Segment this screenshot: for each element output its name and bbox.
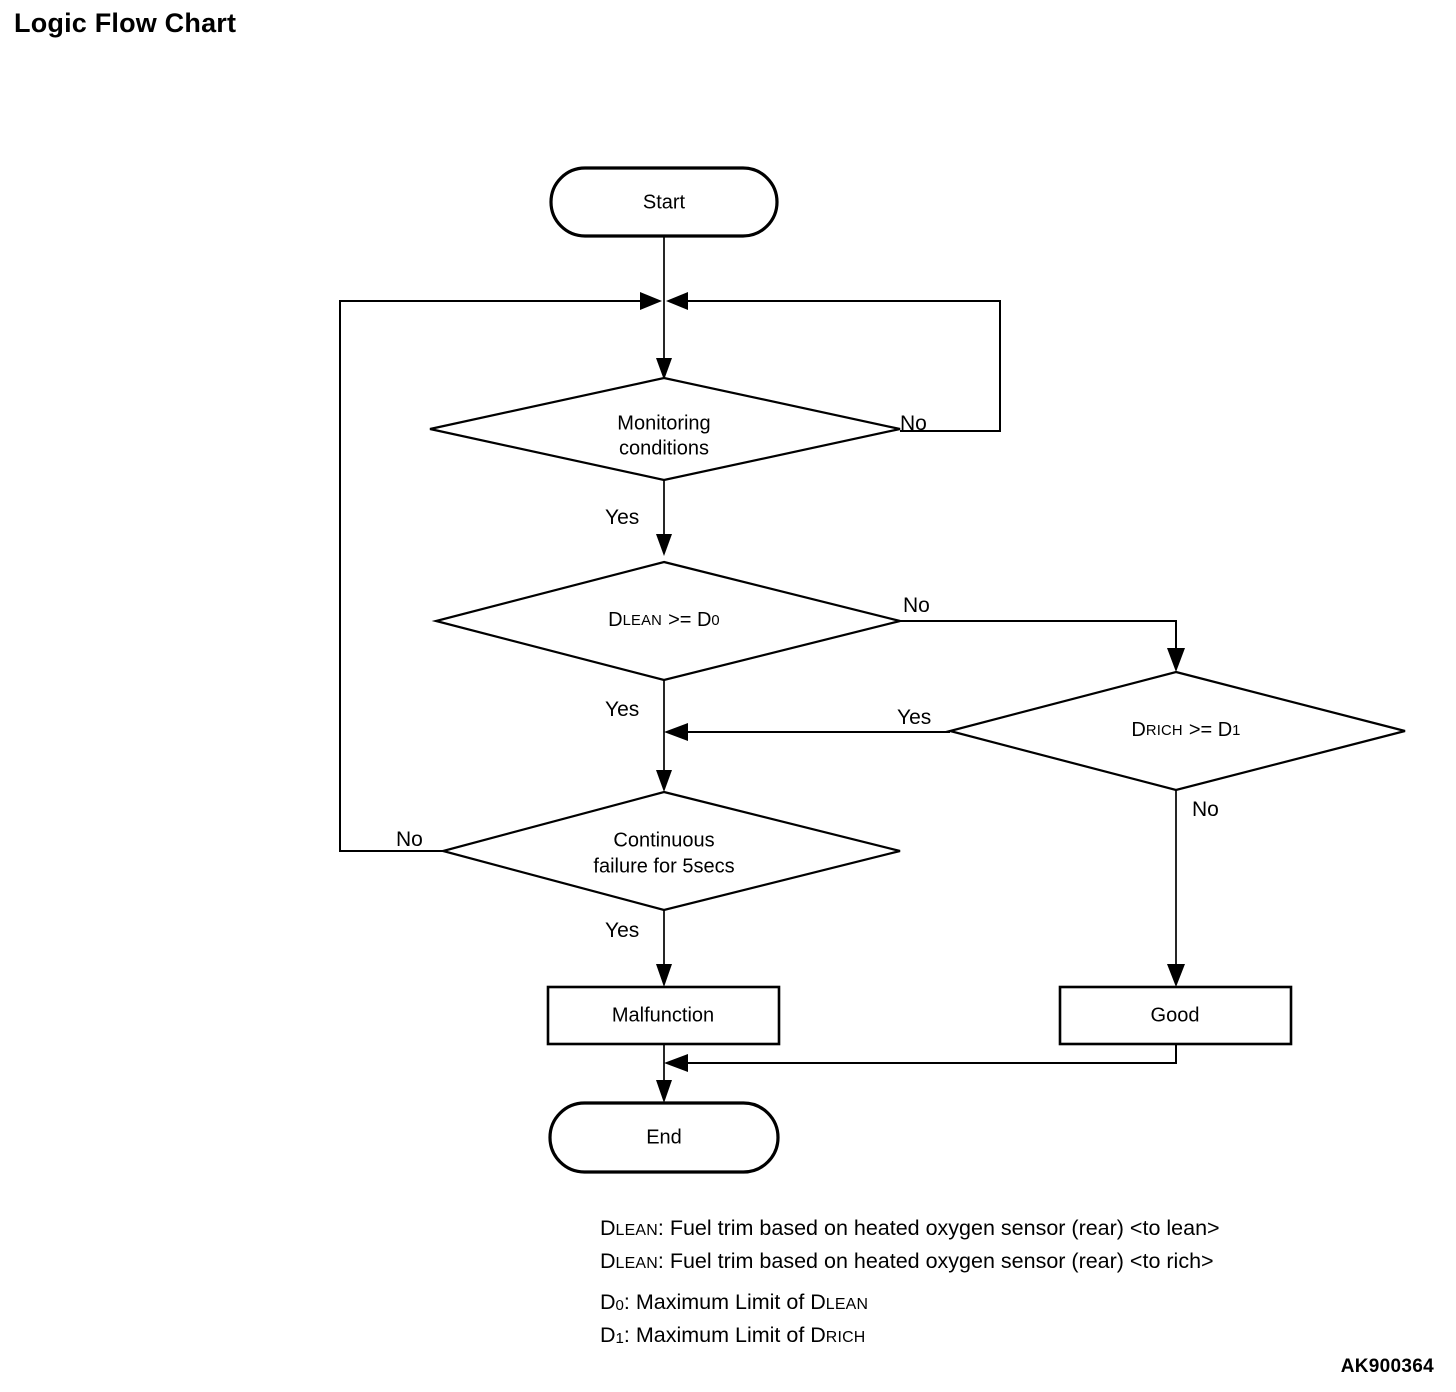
edge-continuous-no-loop — [339, 300, 652, 852]
node-drich-op: >= D — [1189, 719, 1232, 741]
arrowhead-into-malfunction — [656, 964, 672, 987]
branch-label-continuous-yes: Yes — [605, 919, 639, 942]
legend-line-dlean-rich: DLEAN: Fuel trim based on heated oxygen … — [600, 1246, 1430, 1279]
legend-dlean-sub: LEAN — [615, 1222, 658, 1239]
node-malfunction[interactable] — [546, 985, 781, 1046]
legend-dlean2-d: D — [600, 1249, 616, 1273]
legend-dlean2-sub: LEAN — [615, 1255, 658, 1272]
branch-label-dlean-yes: Yes — [605, 698, 639, 721]
legend-d1-d: D — [600, 1323, 616, 1347]
node-start[interactable] — [549, 166, 779, 238]
legend-line-dlean-lean: DLEAN: Fuel trim based on heated oxygen … — [600, 1213, 1430, 1246]
node-monitoring-conditions[interactable] — [429, 376, 901, 482]
node-dlean-label: DLEAN >= D0 — [608, 609, 720, 631]
node-drich-limit: 1 — [1232, 723, 1240, 739]
branch-label-continuous-no: No — [396, 828, 423, 851]
page-title: Logic Flow Chart — [14, 8, 237, 38]
node-malfunction-label: Malfunction — [612, 1004, 714, 1026]
arrowhead-continuous-no-loop — [640, 292, 662, 310]
node-dlean-op: >= D — [668, 609, 711, 631]
arrowhead-into-dlean — [656, 534, 672, 556]
node-good-label: Good — [1151, 1004, 1200, 1026]
node-drich-label: DRICH >= D1 — [1131, 719, 1240, 741]
arrowhead-into-drich — [1167, 648, 1185, 672]
arrowhead-drich-yes — [664, 723, 688, 741]
node-end[interactable] — [548, 1101, 780, 1174]
edge-monitoring-no-loop — [676, 300, 1001, 432]
arrowhead-into-monitoring — [656, 358, 672, 380]
legend-d1-sub: 1 — [615, 1330, 624, 1347]
node-end-label: End — [646, 1126, 682, 1148]
legend-dlean2-text: : Fuel trim based on heated oxygen senso… — [657, 1249, 1214, 1273]
node-dlean-d: D — [608, 609, 622, 631]
node-continuous-label-line1: Continuous — [613, 829, 714, 851]
arrowhead-into-good — [1167, 964, 1185, 987]
edge-dlean-no — [900, 620, 1177, 660]
legend-line-d0: D0: Maximum Limit of DLEAN — [600, 1287, 1430, 1320]
branch-label-drich-no: No — [1192, 798, 1219, 821]
legend-d0-text: : Maximum Limit of D — [623, 1290, 826, 1314]
edge-good-to-end — [676, 1044, 1177, 1064]
node-good[interactable] — [1058, 985, 1293, 1046]
node-dlean-limit: 0 — [711, 613, 719, 629]
arrowhead-monitoring-no-loop — [666, 292, 688, 310]
node-continuous-label-line2: failure for 5secs — [593, 855, 734, 877]
document-code: AK900364 — [1340, 1356, 1434, 1377]
logic-flow-chart-diagram: Start Monitoring conditions DLEAN>= D0 D… — [339, 166, 1406, 1174]
node-drich-decision[interactable] — [945, 670, 1406, 792]
branch-label-dlean-no: No — [903, 594, 930, 617]
node-monitoring-label-line1: Monitoring — [617, 412, 710, 434]
legend-line-d1: D1: Maximum Limit of DRICH — [600, 1320, 1430, 1353]
legend-d0-d: D — [600, 1290, 616, 1314]
branch-label-monitoring-yes: Yes — [605, 506, 639, 529]
node-drich-d: D — [1131, 719, 1145, 741]
node-dlean-decision[interactable] — [431, 560, 901, 682]
legend-d1-text: : Maximum Limit of D — [623, 1323, 826, 1347]
legend-d1-tail-sub: RICH — [825, 1329, 866, 1346]
arrowhead-good-merge — [664, 1054, 688, 1072]
node-monitoring-label-line2: conditions — [619, 437, 709, 459]
node-dlean-sub: LEAN — [623, 613, 662, 629]
branch-label-monitoring-no: No — [900, 412, 927, 435]
node-drich-sub: RICH — [1146, 723, 1183, 739]
legend-dlean-text: : Fuel trim based on heated oxygen senso… — [657, 1216, 1220, 1240]
legend-dlean-d: D — [600, 1216, 616, 1240]
legend: DLEAN: Fuel trim based on heated oxygen … — [600, 1213, 1430, 1353]
node-start-label: Start — [643, 191, 686, 213]
legend-d0-sub: 0 — [615, 1297, 624, 1314]
branch-label-drich-yes: Yes — [897, 706, 931, 729]
arrowhead-into-continuous — [656, 770, 672, 792]
legend-d0-tail-sub: LEAN — [825, 1296, 869, 1313]
node-continuous-failure-decision[interactable] — [438, 790, 901, 912]
arrowhead-into-end — [656, 1080, 672, 1103]
